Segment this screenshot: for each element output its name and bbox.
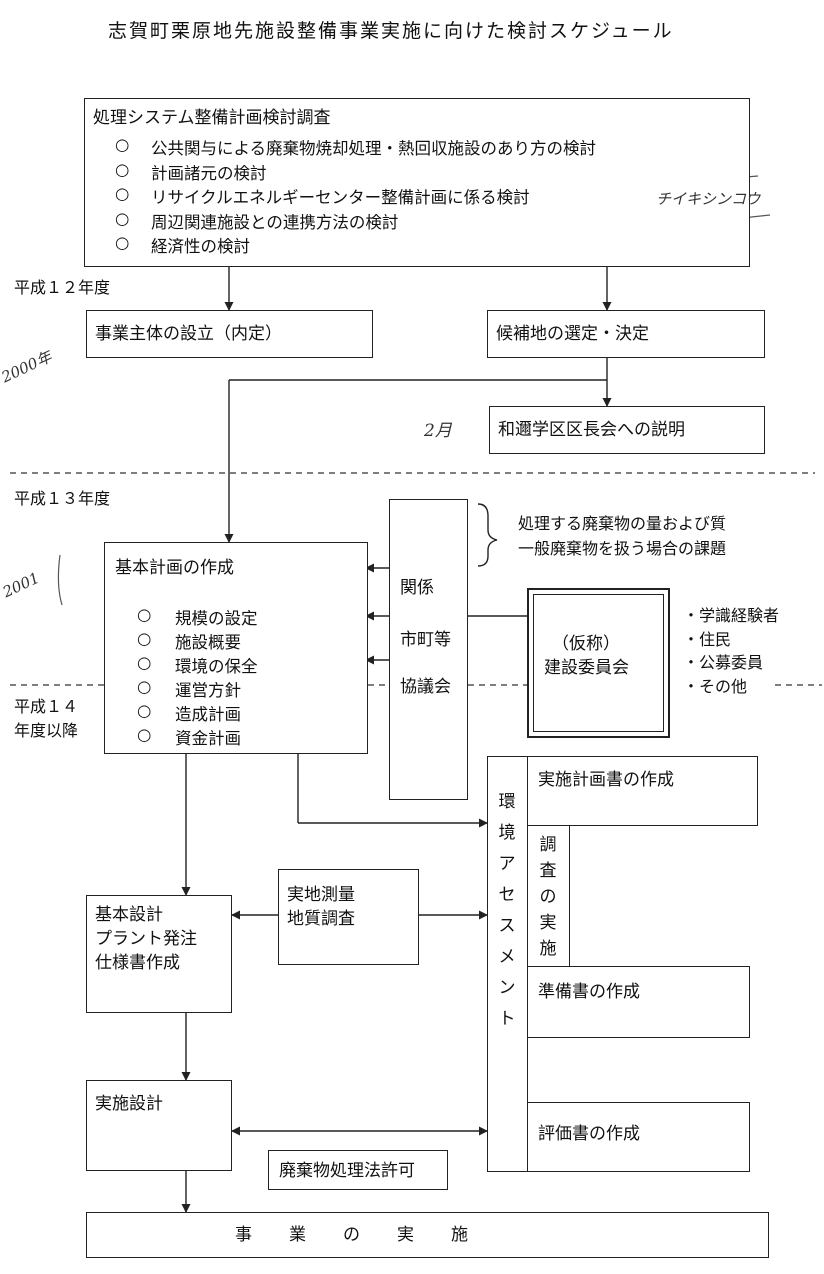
implementation-label: 事 業 の 実 施	[235, 1225, 469, 1245]
survey-item: リサイクルエネルギーセンター整備計画に係る検討	[151, 188, 530, 207]
brace-note-line-1: 処理する廃棄物の量および質	[518, 514, 727, 533]
basic-plan-item: 造成計画	[175, 705, 241, 724]
survey-study-title: 処理システム整備計画検討調査	[93, 108, 331, 128]
assessment-vertical-label: 環境アセスメント	[498, 792, 516, 1029]
page-title: 志賀町栗原地先施設整備事業実施に向けた検討スケジュール	[108, 20, 674, 42]
basic-design-box: 基本設計 プラント発注 仕様書作成	[86, 895, 232, 1013]
committee-line-1: （仮称）	[552, 634, 620, 654]
committee-member: ・学識経験者	[683, 606, 780, 625]
year-label-h12: 平成１２年度	[14, 278, 111, 297]
basic-plan-bullet: ○	[137, 701, 152, 720]
assessment-prep-box: 準備書の作成	[527, 966, 750, 1038]
basic-plan-item: 施設概要	[175, 633, 241, 652]
basic-plan-title: 基本計画の作成	[115, 558, 234, 578]
business-entity-label: 事業主体の設立（内定）	[95, 324, 282, 344]
council-box: 関係 市町等 協議会	[389, 499, 468, 800]
basic-plan-bullet: ○	[137, 677, 152, 696]
committee-box-outer: （仮称） 建設委員会	[527, 588, 670, 738]
assessment-prep-label: 準備書の作成	[538, 982, 640, 1002]
survey-item-bullet: ○	[115, 233, 130, 252]
assessment-eval-label: 評価書の作成	[538, 1124, 640, 1144]
basic-plan-bullet: ○	[137, 629, 152, 648]
survey-item: 周辺関連施設との連携方法の検討	[151, 213, 399, 232]
basic-design-line-2: プラント発注	[95, 929, 197, 949]
handwritten-note: チイキシンコウ	[656, 190, 761, 208]
business-entity-box: 事業主体の設立（内定）	[86, 310, 373, 358]
survey-item-bullet: ○	[115, 135, 130, 154]
committee-member: ・その他	[683, 677, 748, 696]
basic-plan-box: 基本計画の作成 ○ 規模の設定 ○ 施設概要 ○ 環境の保全 ○ 運営方針 ○ …	[104, 542, 368, 754]
waste-permit-box: 廃棄物処理法許可	[268, 1150, 448, 1190]
field-survey-line-1: 実地測量	[287, 885, 355, 905]
basic-design-line-1: 基本設計	[95, 905, 163, 925]
basic-design-line-3: 仕様書作成	[95, 953, 180, 973]
assessment-vertical-box: 環境アセスメント	[487, 756, 528, 1172]
brace-note-line-2: 一般廃棄物を扱う場合の課題	[518, 539, 727, 558]
detail-design-label: 実施設計	[95, 1094, 163, 1114]
field-survey-line-2: 地質調査	[287, 909, 355, 929]
survey-item-bullet: ○	[115, 160, 130, 179]
committee-line-2: 建設委員会	[544, 658, 629, 678]
basic-plan-item: 環境の保全	[175, 657, 258, 676]
assessment-plan-label: 実施計画書の作成	[538, 770, 674, 790]
assessment-survey-label: 調査の実施	[539, 835, 557, 959]
committee-box-inner: （仮称） 建設委員会	[533, 594, 664, 732]
basic-plan-bullet: ○	[137, 605, 152, 624]
year-label-h13: 平成１３年度	[14, 489, 111, 508]
council-line-1: 関係	[400, 578, 434, 598]
waste-permit-label: 廃棄物処理法許可	[279, 1161, 415, 1181]
committee-member: ・公募委員	[683, 653, 764, 672]
basic-plan-bullet: ○	[137, 653, 152, 672]
year-label-h14: 平成１４	[14, 697, 79, 716]
district-explanation-box: 和邇学区区長会への説明	[489, 406, 765, 454]
survey-item-bullet: ○	[115, 184, 130, 203]
survey-item-bullet: ○	[115, 209, 130, 228]
detail-design-box: 実施設計	[86, 1080, 232, 1171]
survey-item: 計画諸元の検討	[151, 164, 267, 183]
site-selection-label: 候補地の選定・決定	[496, 324, 649, 344]
survey-study-box: 処理システム整備計画検討調査 ○ 公共関与による廃棄物焼却処理・熱回収施設のあり…	[84, 98, 750, 267]
basic-plan-bullet: ○	[137, 725, 152, 744]
council-line-3: 協議会	[400, 677, 451, 697]
committee-member: ・住民	[683, 630, 732, 649]
assessment-survey-box: 調査の実施	[527, 825, 570, 967]
council-line-2: 市町等	[400, 630, 451, 650]
field-survey-box: 実地測量 地質調査	[278, 869, 419, 965]
basic-plan-item: 資金計画	[175, 729, 241, 748]
implementation-box: 事 業 の 実 施	[86, 1212, 769, 1258]
survey-item: 経済性の検討	[151, 237, 250, 256]
site-selection-box: 候補地の選定・決定	[487, 310, 765, 358]
assessment-eval-box: 評価書の作成	[527, 1102, 750, 1172]
year-label-h14-sub: 年度以降	[14, 721, 79, 740]
survey-item: 公共関与による廃棄物焼却処理・熱回収施設のあり方の検討	[151, 139, 597, 158]
handwritten-february: 2月	[424, 421, 452, 441]
basic-plan-item: 規模の設定	[175, 609, 258, 628]
basic-plan-item: 運営方針	[175, 681, 241, 700]
district-explanation-label: 和邇学区区長会への説明	[498, 420, 685, 440]
assessment-plan-box: 実施計画書の作成	[527, 756, 758, 826]
